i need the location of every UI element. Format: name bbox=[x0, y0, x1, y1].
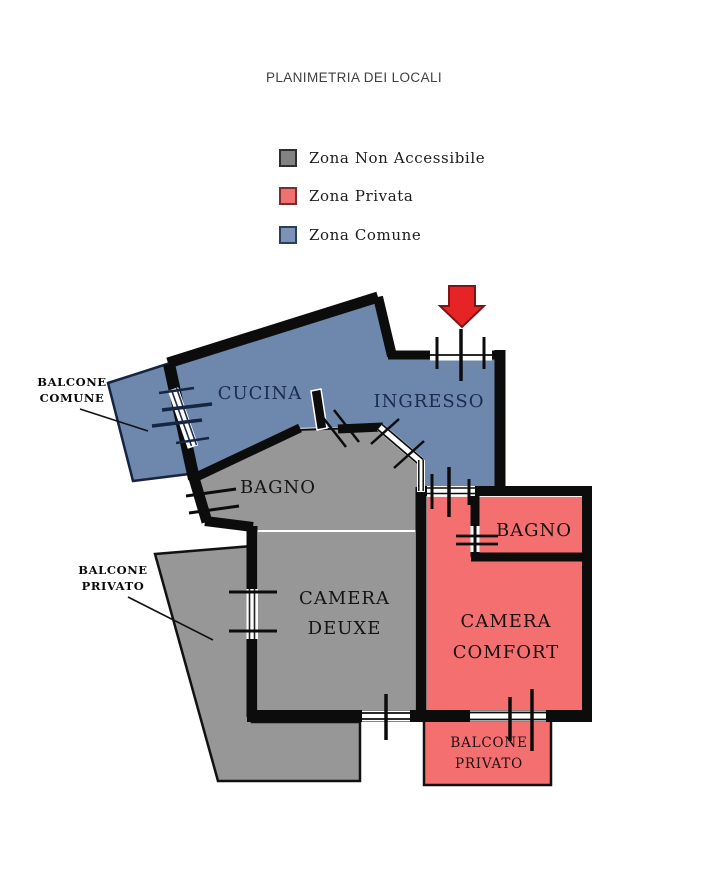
legend: Zona Non Accessibile Zona Privata Zona C… bbox=[279, 148, 486, 265]
legend-row-non-accessibile: Zona Non Accessibile bbox=[279, 148, 486, 167]
legend-label-privata: Zona Privata bbox=[309, 187, 414, 205]
entrance-arrow-icon bbox=[437, 285, 487, 329]
legend-swatch-non-accessibile-icon bbox=[279, 148, 297, 167]
page-title: PLANIMETRIA DEI LOCALI bbox=[265, 70, 443, 85]
wall-roof-notch bbox=[373, 295, 397, 358]
room-label-ingresso: INGRESSO bbox=[373, 391, 485, 412]
deuxe-balcony-window-symbol bbox=[362, 694, 410, 740]
cucina-window-symbol bbox=[151, 386, 213, 449]
deuxe-ingresso-partition bbox=[417, 460, 425, 492]
bagno-comune-window-symbol bbox=[185, 487, 240, 515]
wall-cucina-bagno-diagonal bbox=[190, 423, 302, 484]
cucina-bagno-door-symbol bbox=[320, 409, 360, 448]
camera-deuxe-line1: CAMERA bbox=[299, 588, 390, 609]
annotation-balcone-comune: BALCONE COMUNE bbox=[20, 374, 124, 406]
camera-deuxe-line2: DEUXE bbox=[307, 618, 382, 639]
stub-wall bbox=[310, 388, 328, 431]
ingresso-deuxe-door-symbol bbox=[370, 418, 425, 469]
room-label-cucina: CUCINA bbox=[217, 383, 303, 404]
legend-swatch-comune-icon bbox=[279, 225, 297, 244]
room-label-camera-comfort: CAMERA COMFORT bbox=[423, 606, 589, 668]
camera-comfort-line1: CAMERA bbox=[460, 611, 552, 632]
camera-comfort-line2: COMFORT bbox=[452, 642, 560, 663]
camera-deuxe-window-symbol bbox=[229, 589, 277, 639]
legend-label-comune: Zona Comune bbox=[309, 225, 422, 244]
legend-label-non-accessibile: Zona Non Accessibile bbox=[309, 148, 486, 167]
balcone-comune-line1: BALCONE bbox=[37, 375, 107, 389]
legend-row-privata: Zona Privata bbox=[279, 187, 485, 205]
entrance-door-symbol bbox=[426, 329, 496, 381]
zona-privata-fill bbox=[421, 491, 587, 716]
annotation-balcone-privato-bottom: BALCONE PRIVATO bbox=[428, 733, 550, 775]
balcone-privato-bottom-line1: BALCONE bbox=[450, 735, 528, 751]
legend-row-comune: Zona Comune bbox=[279, 225, 485, 244]
room-label-camera-deuxe: CAMERA DEUXE bbox=[262, 584, 427, 644]
leader-line-balcone-privato bbox=[127, 596, 214, 641]
balcone-privato-bottom-line2: PRIVATO bbox=[454, 756, 524, 772]
annotation-balcone-privato-left: BALCONE PRIVATO bbox=[61, 562, 165, 594]
balcone-comune-line2: COMUNE bbox=[39, 391, 105, 405]
comfort-balcony-door-symbol bbox=[470, 689, 546, 751]
balcone-privato-left-line1: BALCONE bbox=[78, 563, 148, 577]
balcone-privato-left-line2: PRIVATO bbox=[81, 579, 145, 593]
wall-bagno-top bbox=[337, 422, 384, 434]
room-label-bagno-comune: BAGNO bbox=[239, 477, 317, 498]
ingresso-comfort-door-symbol bbox=[427, 467, 475, 517]
wall-bagno-bottom-left bbox=[204, 516, 254, 532]
wall-bagno-left bbox=[188, 476, 213, 524]
bagno-privato-door-symbol bbox=[456, 518, 498, 561]
room-label-bagno-privato: BAGNO bbox=[495, 520, 573, 541]
legend-swatch-privata-icon bbox=[279, 187, 297, 205]
leader-line-balcone-comune bbox=[79, 408, 149, 432]
wall-roof-left bbox=[166, 291, 380, 369]
